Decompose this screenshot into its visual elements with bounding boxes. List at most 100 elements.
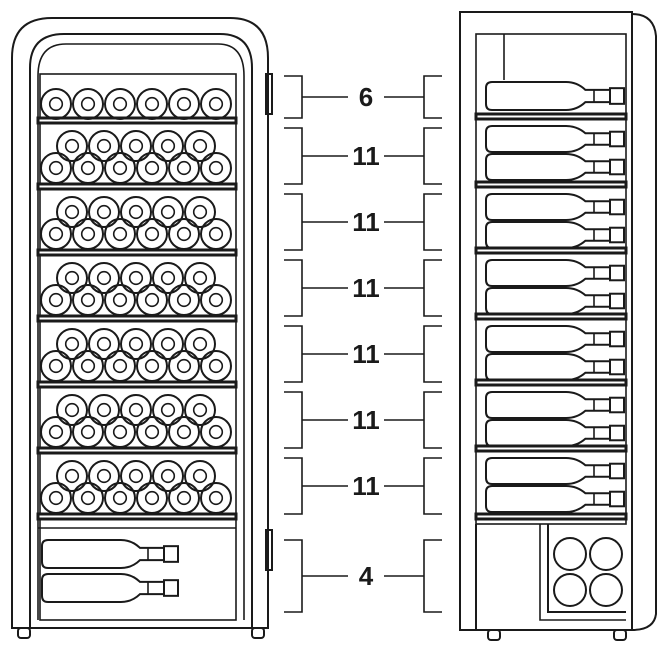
front-bottle-end-31	[120, 262, 152, 294]
side-bottle-3	[485, 153, 625, 181]
front-bottles	[40, 88, 232, 603]
front-bottle-end-20	[120, 196, 152, 228]
capacity-group-6: 11	[284, 391, 442, 449]
side-inner-chamber	[475, 33, 627, 525]
front-bottle-end-39	[200, 284, 232, 316]
front-bottle-end-36	[104, 284, 136, 316]
shelf-capacity-label-4: 11	[352, 273, 380, 303]
front-bottle-end-12	[40, 152, 72, 184]
front-bottle-end-50	[200, 350, 232, 382]
front-bottle-end-48	[136, 350, 168, 382]
front-bottom-bottle-2	[41, 573, 179, 603]
front-shelf-6	[36, 446, 238, 455]
right-bracket-7	[384, 457, 442, 515]
side-bottom-compartment	[475, 524, 626, 630]
front-bottle-end-1	[40, 88, 72, 120]
front-bottle-end-62	[56, 460, 88, 492]
capacity-group-2: 11	[284, 127, 442, 185]
front-bottle-end-3	[104, 88, 136, 120]
left-bracket-4	[284, 259, 348, 317]
front-bottle-end-10	[152, 130, 184, 162]
front-shelf-2	[36, 182, 238, 191]
side-compressor-box	[539, 524, 626, 621]
front-bottle-end-13	[72, 152, 104, 184]
front-bottle-end-65	[152, 460, 184, 492]
shelf-capacity-label-5: 11	[352, 339, 380, 369]
side-foot-right	[613, 629, 627, 641]
front-bottle-end-30	[88, 262, 120, 294]
front-bottle-end-44	[184, 328, 216, 360]
side-bottle-1	[485, 81, 625, 111]
front-foot-right	[251, 627, 265, 639]
front-bottle-end-60	[168, 416, 200, 448]
side-shelf-7	[474, 512, 628, 521]
front-bottle-end-11	[184, 130, 216, 162]
front-bottle-end-52	[88, 394, 120, 426]
front-bottle-end-34	[40, 284, 72, 316]
front-foot-left	[17, 627, 31, 639]
front-bottle-end-38	[168, 284, 200, 316]
side-bottle-7	[485, 287, 625, 315]
front-bottle-end-64	[120, 460, 152, 492]
front-bottle-end-19	[88, 196, 120, 228]
front-bottle-end-45	[40, 350, 72, 382]
front-inner-frame	[37, 43, 245, 620]
side-bottle-5	[485, 221, 625, 249]
right-bracket-6	[384, 391, 442, 449]
side-view	[459, 11, 657, 641]
front-bottle-end-27	[168, 218, 200, 250]
front-bottle-end-32	[152, 262, 184, 294]
front-bottle-end-46	[72, 350, 104, 382]
front-bottle-end-51	[56, 394, 88, 426]
left-bracket-5	[284, 325, 348, 383]
front-bottle-end-21	[152, 196, 184, 228]
side-bottle-10	[485, 391, 625, 419]
right-bracket-5	[384, 325, 442, 383]
side-door-edge	[631, 13, 657, 631]
front-bottle-end-28	[200, 218, 232, 250]
side-bottles	[485, 81, 625, 607]
side-bottle-6	[485, 259, 625, 287]
front-bottle-end-17	[200, 152, 232, 184]
front-bottle-end-72	[200, 482, 232, 514]
front-bottle-end-53	[120, 394, 152, 426]
shelf-capacity-label-3: 11	[352, 207, 380, 237]
front-bottle-end-33	[184, 262, 216, 294]
side-bottle-2	[485, 125, 625, 153]
left-bracket-2	[284, 127, 348, 185]
front-shelf-5	[36, 380, 238, 389]
front-bottle-end-40	[56, 328, 88, 360]
side-shelf-1	[474, 112, 628, 121]
shelf-capacity-label-6: 11	[352, 405, 380, 435]
front-shelf-7	[36, 512, 238, 521]
side-bottle-4	[485, 193, 625, 221]
front-bottle-end-16	[168, 152, 200, 184]
side-bottom-bottle-end-2	[589, 537, 623, 571]
capacity-group-4: 11	[284, 259, 442, 317]
shelf-capacity-label-1: 6	[359, 82, 373, 112]
capacity-group-8: 4	[284, 539, 442, 613]
front-bottle-end-43	[152, 328, 184, 360]
side-foot-left	[487, 629, 501, 641]
front-shelf-3	[36, 248, 238, 257]
front-bottle-end-24	[72, 218, 104, 250]
side-bottle-9	[485, 353, 625, 381]
front-bottle-end-7	[56, 130, 88, 162]
front-bottle-end-47	[104, 350, 136, 382]
side-bottle-13	[485, 485, 625, 513]
side-bottle-11	[485, 419, 625, 447]
front-bottle-end-68	[72, 482, 104, 514]
left-bracket-1	[284, 75, 348, 119]
front-bottle-end-29	[56, 262, 88, 294]
front-bottom-bottle-1	[41, 539, 179, 569]
right-bracket-8	[384, 539, 442, 613]
front-inner-panel	[39, 73, 237, 621]
capacity-group-7: 11	[284, 457, 442, 515]
front-hinge-bottom	[265, 529, 273, 571]
capacity-group-3: 11	[284, 193, 442, 251]
front-bottle-end-70	[136, 482, 168, 514]
left-bracket-8	[284, 539, 348, 613]
front-bottle-end-22	[184, 196, 216, 228]
front-bottle-end-61	[200, 416, 232, 448]
left-bracket-6	[284, 391, 348, 449]
